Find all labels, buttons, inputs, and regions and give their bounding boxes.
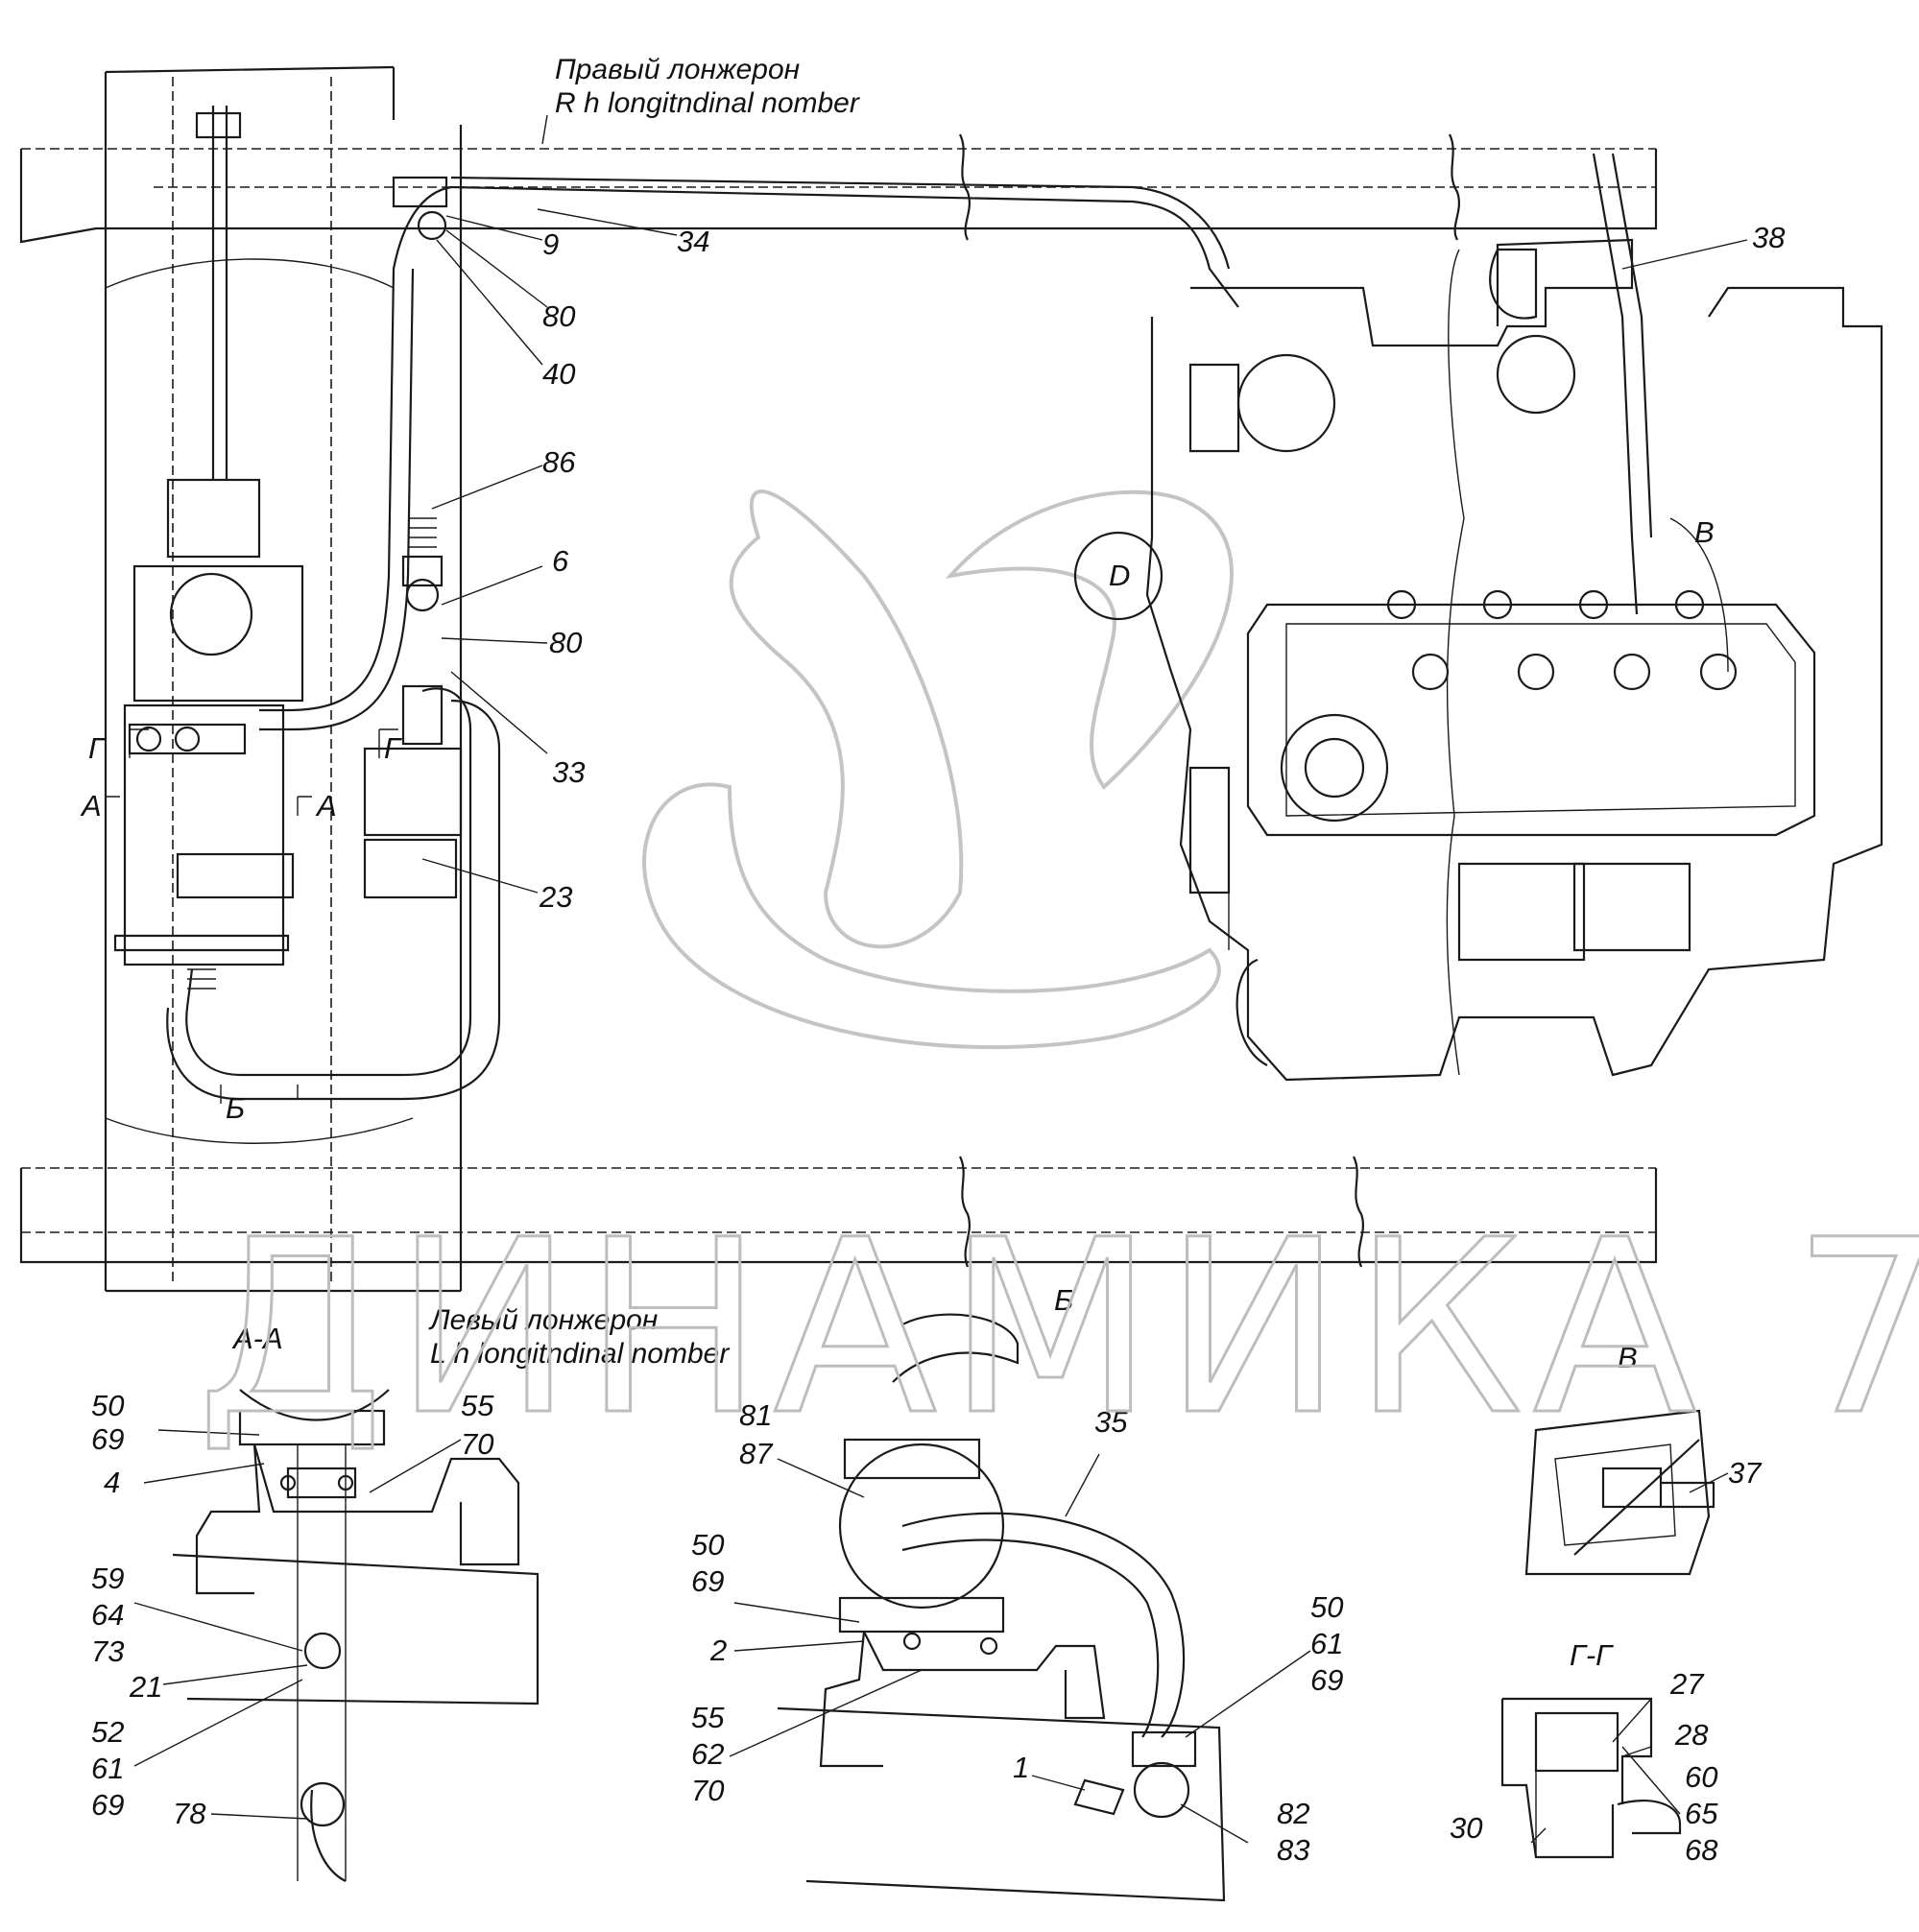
- marker-d: D: [1109, 559, 1130, 592]
- section-title-v: В: [1618, 1341, 1638, 1374]
- callout-b-50: 50: [691, 1528, 724, 1562]
- callout-aa-61: 61: [91, 1752, 124, 1785]
- callout-80-lower: 80: [549, 626, 582, 659]
- marker-b: Б: [226, 1091, 245, 1125]
- watermark-logo: [642, 489, 1234, 1050]
- marker-a-right: А: [315, 789, 337, 823]
- fuel-hose-lines: [166, 153, 1653, 1101]
- callout-aa-78: 78: [173, 1797, 206, 1830]
- callout-aa-21: 21: [129, 1670, 162, 1704]
- leader-lines: [133, 114, 1748, 1844]
- callout-g-68: 68: [1685, 1833, 1718, 1867]
- callout-40: 40: [542, 357, 575, 391]
- callout-aa-64: 64: [91, 1598, 124, 1632]
- callout-g-60: 60: [1685, 1760, 1717, 1794]
- section-title-a-a: А-А: [231, 1322, 283, 1355]
- callout-b-1: 1: [1013, 1751, 1029, 1784]
- right-longitudinal-member: [19, 133, 1658, 244]
- callout-v-37: 37: [1728, 1456, 1763, 1490]
- callout-aa-55: 55: [461, 1389, 494, 1422]
- section-title-b: Б: [1054, 1283, 1073, 1317]
- callout-23: 23: [539, 880, 572, 914]
- callout-86: 86: [542, 445, 576, 479]
- marker-g-left: Г: [88, 731, 107, 765]
- callout-34: 34: [677, 225, 709, 258]
- watermark-text: ДИНАМИКА 76: [197, 1188, 1919, 1467]
- callout-g-27: 27: [1669, 1667, 1705, 1701]
- section-b: [777, 1313, 1226, 1902]
- section-v: [1524, 1409, 1715, 1576]
- callout-33: 33: [552, 755, 585, 789]
- callout-g-65: 65: [1685, 1797, 1718, 1830]
- callout-b-82: 82: [1277, 1797, 1309, 1830]
- right-member-label-en: R h longitndinal nomber: [555, 87, 860, 119]
- right-member-label-ru: Правый лонжерон: [555, 54, 800, 85]
- callout-b-2: 2: [709, 1634, 727, 1667]
- callout-aa-69b: 69: [91, 1788, 124, 1822]
- callout-b-69-right: 69: [1310, 1663, 1343, 1697]
- callout-b-83: 83: [1277, 1833, 1309, 1867]
- callout-aa-70: 70: [461, 1427, 493, 1461]
- left-member-label-ru: Левый лонжерон: [428, 1304, 658, 1336]
- callout-80-upper: 80: [542, 299, 575, 333]
- section-markers: Г Г А А Б D В: [80, 515, 1715, 1125]
- callout-b-55: 55: [691, 1701, 725, 1734]
- callout-b-61-right: 61: [1310, 1627, 1343, 1660]
- callout-b-35: 35: [1094, 1405, 1128, 1439]
- callout-9: 9: [542, 227, 559, 261]
- callout-g-30: 30: [1450, 1811, 1482, 1845]
- callout-aa-59: 59: [91, 1562, 124, 1595]
- callout-aa-69: 69: [91, 1422, 124, 1456]
- section-g-g: [1500, 1697, 1682, 1859]
- marker-a-left: А: [80, 789, 102, 823]
- callout-b-62: 62: [691, 1737, 724, 1771]
- cross-member: [104, 65, 463, 1293]
- callout-aa-4: 4: [104, 1466, 120, 1499]
- callout-b-87: 87: [739, 1437, 774, 1470]
- callout-aa-50: 50: [91, 1389, 124, 1422]
- marker-g-right: Г: [384, 731, 402, 765]
- callout-6: 6: [552, 544, 569, 578]
- callout-aa-73: 73: [91, 1634, 124, 1668]
- left-longitudinal-member: [19, 1156, 1658, 1268]
- section-a-a: [172, 1389, 540, 1882]
- callout-b-70: 70: [691, 1774, 724, 1807]
- callout-38: 38: [1752, 221, 1786, 254]
- callout-aa-52: 52: [91, 1715, 124, 1749]
- callout-b-81: 81: [739, 1398, 772, 1432]
- callout-b-50-right: 50: [1310, 1590, 1343, 1624]
- section-title-g-g: Г-Г: [1570, 1638, 1614, 1672]
- callout-b-69: 69: [691, 1564, 724, 1598]
- fuel-filter-left: [113, 106, 304, 966]
- engine-block: [1073, 238, 1883, 1082]
- left-member-label-en: L h longitndinal nomber: [430, 1338, 730, 1370]
- callout-g-28: 28: [1674, 1718, 1709, 1752]
- marker-v: В: [1694, 515, 1715, 549]
